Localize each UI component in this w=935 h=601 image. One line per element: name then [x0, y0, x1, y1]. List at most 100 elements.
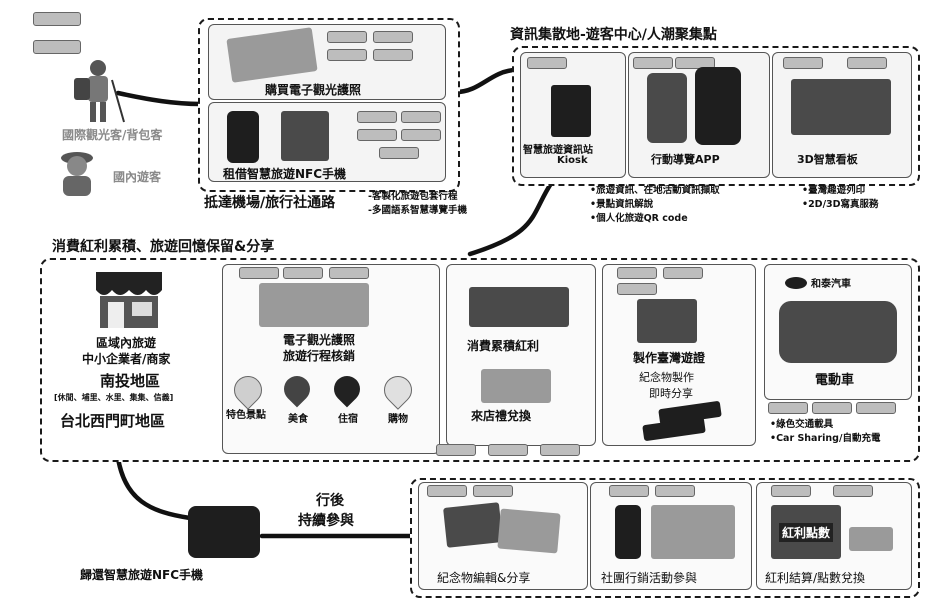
- feature-tag: [436, 444, 476, 456]
- nfc-phone-image: [227, 111, 259, 163]
- hub-bullet: •2D/3D寫真服務: [802, 199, 879, 210]
- hub-bullet: •旅遊資訊、在地活動資訊擷取: [590, 185, 720, 196]
- make-card-label: 製作臺灣遊證: [633, 351, 706, 365]
- feature-tag: [379, 147, 419, 159]
- feature-tag: [847, 57, 887, 69]
- lodging-label: 住宿: [338, 414, 358, 425]
- feature-tag: [329, 267, 369, 279]
- feature-tag: [427, 485, 467, 497]
- hub-bullet: •個人化旅遊QR code: [590, 213, 688, 224]
- feature-tag: [663, 267, 703, 279]
- feature-tag: [357, 129, 397, 141]
- bonus-label: 紅利結算/點數兌換: [765, 571, 866, 585]
- bonus-banner: 紅利點數: [779, 523, 834, 542]
- redeem-label: 來店禮兌換: [471, 409, 532, 423]
- feature-tag: [488, 444, 528, 456]
- sme-merchant-label: 中小企業者/商家: [82, 352, 171, 366]
- backpacker-figure-icon: [74, 60, 125, 123]
- feature-tag: [675, 57, 715, 69]
- feature-tag: [633, 57, 673, 69]
- ev-bullet: •綠色交通載具: [770, 419, 834, 430]
- gift-box-image: [481, 369, 551, 403]
- feature-tag: [527, 57, 567, 69]
- info-hub-title: 資訊集散地-遊客中心/人潮聚集點: [510, 27, 717, 43]
- international-tourist-label: 國際觀光客/背包客: [62, 128, 163, 142]
- feature-tag: [783, 57, 823, 69]
- car-brand-label: 和泰汽車: [811, 279, 851, 290]
- e-passport-label: 購買電子觀光護照: [265, 83, 362, 97]
- kiosk-label: 智慧旅遊資訊站: [523, 145, 593, 156]
- feature-tag: [812, 402, 852, 414]
- feature-tag: [856, 402, 896, 414]
- share-label: 即時分享: [649, 387, 693, 400]
- nfc-card-image: [281, 111, 329, 161]
- ev-panel: 和泰汽車 電動車: [764, 264, 912, 400]
- edit-share-label: 紀念物編輯&分享: [437, 571, 531, 585]
- souvenir-photo-image: [497, 508, 561, 554]
- feature-tag: [401, 111, 441, 123]
- feature-tag: [540, 444, 580, 456]
- feature-tag: [655, 485, 695, 497]
- points-panel: 消費累積紅利 來店禮兌換: [446, 264, 596, 446]
- feature-tag: [327, 49, 367, 61]
- card-sample-image: [642, 416, 706, 442]
- feature-tag: [327, 31, 367, 43]
- app-phone-image: [695, 67, 741, 145]
- electric-car-image: [779, 301, 897, 363]
- connector-airport-to-hub: [453, 67, 517, 95]
- brand-logo-icon: [785, 277, 807, 289]
- nfc-rental-label: 租借智慧旅遊NFC手機: [223, 167, 347, 181]
- domestic-tourist-label: 國內遊客: [113, 170, 162, 184]
- domestic-tourist-icon: [61, 152, 93, 196]
- e-passport-panel: 購買電子觀光護照: [208, 24, 446, 100]
- community-phone-image: [615, 505, 641, 559]
- gift-box-image: [849, 527, 893, 551]
- connector-hub-to-consume: [467, 179, 555, 257]
- connector-tourist-to-airport: [115, 90, 203, 107]
- community-label: 社團行銷活動參與: [601, 571, 698, 585]
- nfc-rental-panel: 租借智慧旅遊NFC手機: [208, 102, 446, 182]
- feature-tag: [239, 267, 279, 279]
- after-caption-2: 持續參與: [298, 513, 354, 529]
- nantou-label: 南投地區: [100, 372, 161, 390]
- bonus-panel: 紅利點數 紅利結算/點數兌換: [756, 482, 912, 590]
- feature-tag: [617, 283, 657, 295]
- airport-bullet: -多國語系智慧導覽手機: [368, 205, 467, 216]
- airport-bullet: -客製化旅遊包套行程: [368, 191, 458, 202]
- shopping-label: 購物: [388, 414, 408, 425]
- pos-terminal-image: [469, 287, 569, 327]
- feature-tag: [401, 129, 441, 141]
- feature-tag: [771, 485, 811, 497]
- taipei-label: 台北西門町地區: [60, 412, 166, 430]
- hub-bullet: •景點資訊解說: [590, 199, 654, 210]
- feature-tag: [833, 485, 873, 497]
- app-label: 行動導覽APP: [651, 153, 720, 166]
- board-image: [791, 79, 891, 135]
- attraction-label: 特色景點: [226, 410, 266, 421]
- tourist-tag: [33, 40, 81, 54]
- points-label: 消費累積紅利: [467, 339, 540, 353]
- ev-bullet: •Car Sharing/自動充電: [770, 433, 881, 444]
- shop-storefront-icon: [96, 272, 162, 328]
- feature-tag: [473, 485, 513, 497]
- nantou-sub-label: [休閒、埔里、水里、集集、信義]: [54, 393, 174, 402]
- airport-caption: 抵達機場/旅行社通路: [204, 195, 336, 211]
- passport-scan-image: [259, 283, 369, 327]
- kiosk-image: [551, 85, 591, 137]
- feature-tag: [357, 111, 397, 123]
- ev-label: 電動車: [815, 373, 855, 388]
- feature-tag: [283, 267, 323, 279]
- photo-booth-image: [637, 299, 697, 343]
- souvenir-photo-image: [443, 502, 503, 548]
- passport-label: 電子觀光護照: [283, 333, 356, 347]
- kiosk-label-en: Kiosk: [557, 155, 588, 166]
- board-label: 3D智慧看板: [797, 153, 858, 166]
- itinerary-label: 旅遊行程核銷: [283, 349, 356, 363]
- community-page-image: [651, 505, 735, 559]
- feature-tag: [617, 267, 657, 279]
- return-nfc-label: 歸還智慧旅遊NFC手機: [80, 568, 204, 582]
- return-phone-image: [188, 506, 260, 558]
- passport-ticket-image: [226, 27, 318, 83]
- consume-title: 消費紅利累積、旅遊回憶保留&分享: [52, 239, 275, 255]
